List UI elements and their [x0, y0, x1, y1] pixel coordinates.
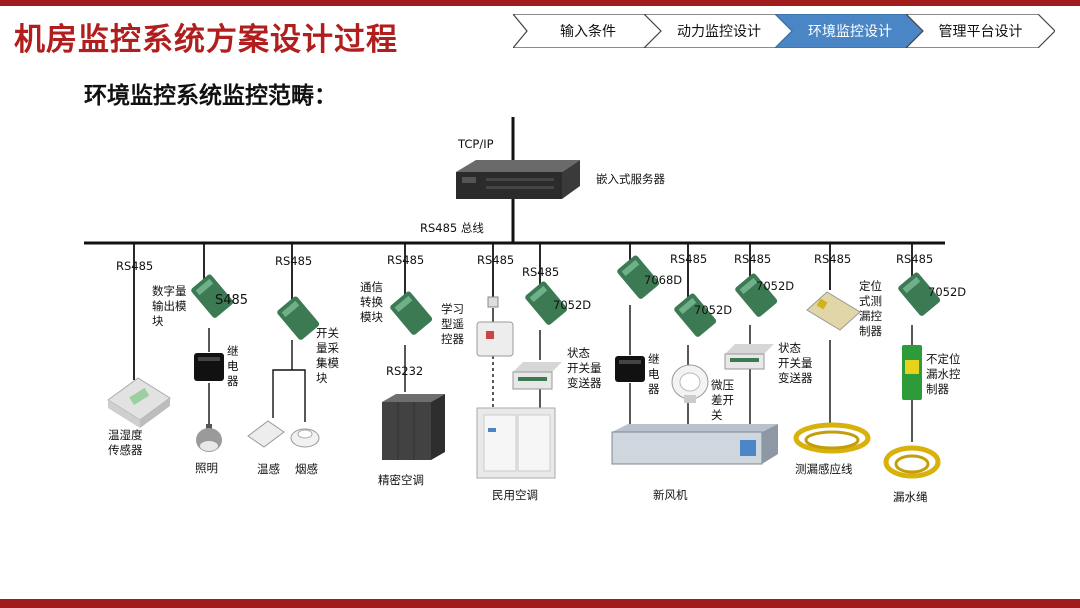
embedded-server-icon: [456, 160, 580, 199]
digital-output-module-label: 数字量 输出模 块: [152, 284, 187, 328]
step-environment-monitoring[interactable]: 环境监控设计: [775, 14, 925, 48]
io-module-icon: [735, 273, 778, 317]
module-7052d-label: 7052D: [694, 303, 733, 317]
micro-pressure-switch-icon: [671, 364, 709, 403]
step-power-monitoring[interactable]: 动力监控设计: [644, 14, 794, 48]
fresh-air-unit-label: 新风机: [653, 488, 688, 502]
smoke-detector-label: 烟感: [295, 462, 318, 476]
comm-conversion-module-label: 通信 转换 模块: [360, 280, 383, 324]
rs485-label: RS485: [387, 253, 425, 267]
status-transmitter-icon: [512, 362, 562, 390]
civil-ac-label: 民用空调: [492, 488, 538, 502]
rs485-label: RS485: [896, 252, 934, 266]
nonlocate-leak-controller-label: 不定位 漏水控 制器: [926, 352, 961, 396]
rs485-label: RS485: [734, 252, 772, 266]
process-steps: 输入条件 动力监控设计 环境监控设计 管理平台设计: [513, 14, 1055, 48]
water-rope-icon: [883, 445, 941, 479]
io-module-icon: [277, 296, 320, 340]
lighting-lamp-icon: [196, 424, 222, 452]
locate-leak-controller-icon: [806, 291, 861, 331]
smoke-detector-icon: [290, 428, 320, 448]
io-module-icon: [191, 274, 234, 318]
lighting-label: 照明: [195, 461, 218, 475]
io-module-icon: [617, 255, 660, 299]
top-accent-bar: [0, 0, 1080, 6]
water-rope-label: 漏水绳: [893, 490, 928, 504]
temperature-sensor-label: 温感: [257, 462, 280, 476]
rs485-label: RS485: [477, 253, 515, 267]
rs485-label: RS485: [670, 252, 708, 266]
module-7068d-label: 7068D: [644, 273, 683, 287]
io-module-icon: [390, 291, 433, 335]
bottom-accent-bar: [0, 599, 1080, 608]
status-transmitter-label: 状态 开关量 变送器: [567, 346, 602, 390]
tcpip-label: TCP/IP: [458, 137, 494, 151]
relay-icon: [194, 353, 224, 381]
learning-remote-label: 学习 型遥 控器: [441, 302, 464, 346]
precision-ac-label: 精密空调: [378, 473, 424, 487]
rs485-bus-label: RS485 总线: [420, 221, 484, 235]
temp-humidity-sensor-icon: [107, 377, 171, 428]
status-transmitter-icon: [724, 344, 774, 370]
s485-label: S485: [215, 293, 249, 308]
rs232-label: RS232: [386, 364, 424, 378]
relay-icon: [615, 356, 645, 382]
rs485-label: RS485: [116, 259, 154, 273]
relay-label: 继 电 器: [227, 344, 239, 388]
module-7052d-label: 7052D: [553, 298, 592, 312]
rs485-label: RS485: [814, 252, 852, 266]
io-module-icon: [525, 281, 568, 325]
leak-sensing-line-label: 测漏感应线: [795, 462, 853, 476]
relay-label: 继 电 器: [648, 352, 660, 396]
io-module-icons: [191, 255, 941, 340]
section-subtitle: 环境监控系统监控范畴：: [84, 83, 337, 109]
learning-remote-icon: [476, 296, 514, 357]
leak-sensing-line-icon: [793, 422, 871, 454]
module-7052d-label: 7052D: [756, 279, 795, 293]
civil-ac-icon: [476, 407, 556, 479]
page-title: 机房监控系统方案设计过程: [14, 22, 398, 58]
status-transmitter-label: 状态 开关量 变送器: [778, 341, 813, 385]
precision-ac-icon: [382, 394, 445, 460]
temperature-sensor-icon: [247, 420, 285, 448]
temp-humidity-sensor-label: 温湿度 传感器: [108, 428, 143, 457]
io-module-icon: [674, 293, 717, 337]
module-7052d-label: 7052D: [928, 285, 967, 299]
micro-pressure-switch-label: 微压 差开 关: [711, 378, 734, 422]
switch-collection-module-label: 开关 量采 集模 块: [316, 326, 339, 385]
rs485-label: RS485: [522, 265, 560, 279]
nonlocate-leak-controller-icon: [902, 345, 922, 400]
step-management-platform[interactable]: 管理平台设计: [906, 14, 1055, 48]
fresh-air-unit-icon: [611, 424, 778, 465]
rs485-label: RS485: [275, 254, 313, 268]
step-input-conditions[interactable]: 输入条件: [513, 14, 663, 48]
locate-leak-controller-label: 定位 式测 漏控 制器: [859, 279, 882, 338]
embedded-server-label: 嵌入式服务器: [596, 172, 665, 186]
io-module-icon: [898, 272, 941, 316]
